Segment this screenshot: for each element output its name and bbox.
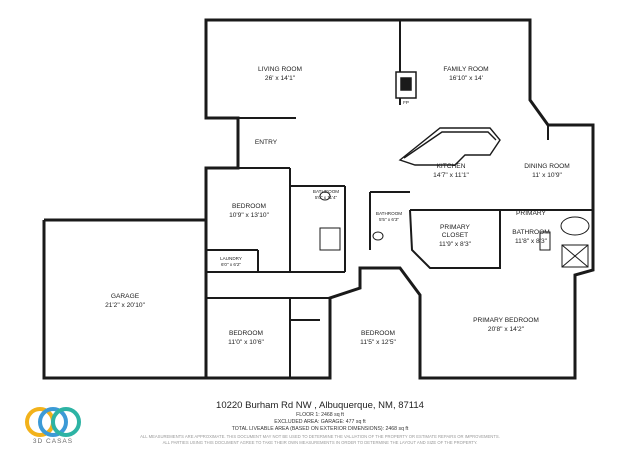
- bathroom-1-label: BATHROOM: [313, 189, 339, 194]
- kitchen-label: KITCHEN: [437, 163, 466, 170]
- laundry-label: LAUNDRY: [220, 256, 242, 261]
- dining-room-label: DINING ROOM: [524, 163, 569, 170]
- living-room-dimensions: 26' x 14'1": [265, 75, 296, 82]
- 3d-casas-logo: [25, 407, 81, 437]
- kitchen-dimensions: 14'7" x 11'1": [433, 172, 469, 179]
- bedroom-1-label: BEDROOM: [232, 203, 266, 210]
- primary-bedroom-dimensions: 20'8" x 14'2": [488, 326, 525, 333]
- kitchen-counter: [398, 127, 501, 166]
- bedroom-3-label: BEDROOM: [361, 330, 395, 337]
- dining-room-dimensions: 11' x 10'9": [532, 172, 562, 179]
- fireplace: [395, 71, 417, 99]
- fixtures: [319, 191, 590, 268]
- bathroom-2-dimensions: 5'5" x 6'3": [379, 217, 399, 222]
- garage-label: GARAGE: [111, 293, 140, 300]
- living-room-label: LIVING ROOM: [258, 66, 302, 73]
- primary-bathroom-dimensions: 11'8" x 8'3": [515, 238, 548, 245]
- primary-closet-dimensions: 11'9" x 8'3": [439, 241, 472, 248]
- family-room-dimensions: 16'10" x 14': [449, 75, 483, 82]
- disclaimer-line-1: ALL MEASUREMENTS ARE APPROXIMATE. THIS D…: [140, 434, 500, 439]
- primary-bedroom-label: PRIMARY BEDROOM: [473, 317, 539, 324]
- bedroom-2-dimensions: 11'0" x 10'6": [228, 339, 264, 346]
- primary-closet-label-2: CLOSET: [442, 232, 468, 239]
- brand-name: 3D CASAS: [32, 438, 74, 445]
- disclaimer-line-2: ALL PARTIES USING THIS DOCUMENT AGREE TO…: [162, 440, 478, 445]
- bedroom-1-dimensions: 10'9" x 13'10": [229, 212, 269, 219]
- floor-area: FLOOR 1: 2468 sq ft: [296, 412, 344, 418]
- bathroom-2-label: BATHROOM: [376, 211, 402, 216]
- laundry-dimensions: 6'0" x 6'2": [221, 262, 241, 267]
- entry-label: ENTRY: [255, 139, 278, 146]
- bathroom-1-dimensions: 5'0" x 11'4": [315, 195, 338, 200]
- family-room-label: FAMILY ROOM: [443, 66, 488, 73]
- interior-walls: [206, 20, 593, 378]
- bedroom-2-label: BEDROOM: [229, 330, 263, 337]
- primary-bathroom-label: PRIMARY: [516, 210, 547, 217]
- total-liveable-area: TOTAL LIVEABLE AREA (BASED ON EXTERIOR D…: [231, 426, 409, 432]
- excluded-area: EXCLUDED AREA: GARAGE: 477 sq ft: [274, 419, 366, 425]
- property-address: 10220 Burham Rd NW , Albuquerque, NM, 87…: [216, 400, 424, 411]
- bedroom-3-dimensions: 11'5" x 12'5": [360, 339, 396, 346]
- primary-bathroom-label-2: BATHROOM: [512, 229, 550, 236]
- primary-closet-label: PRIMARY: [440, 224, 471, 231]
- fireplace-label: FP: [403, 100, 409, 105]
- garage-dimensions: 21'2" x 20'10": [105, 302, 145, 309]
